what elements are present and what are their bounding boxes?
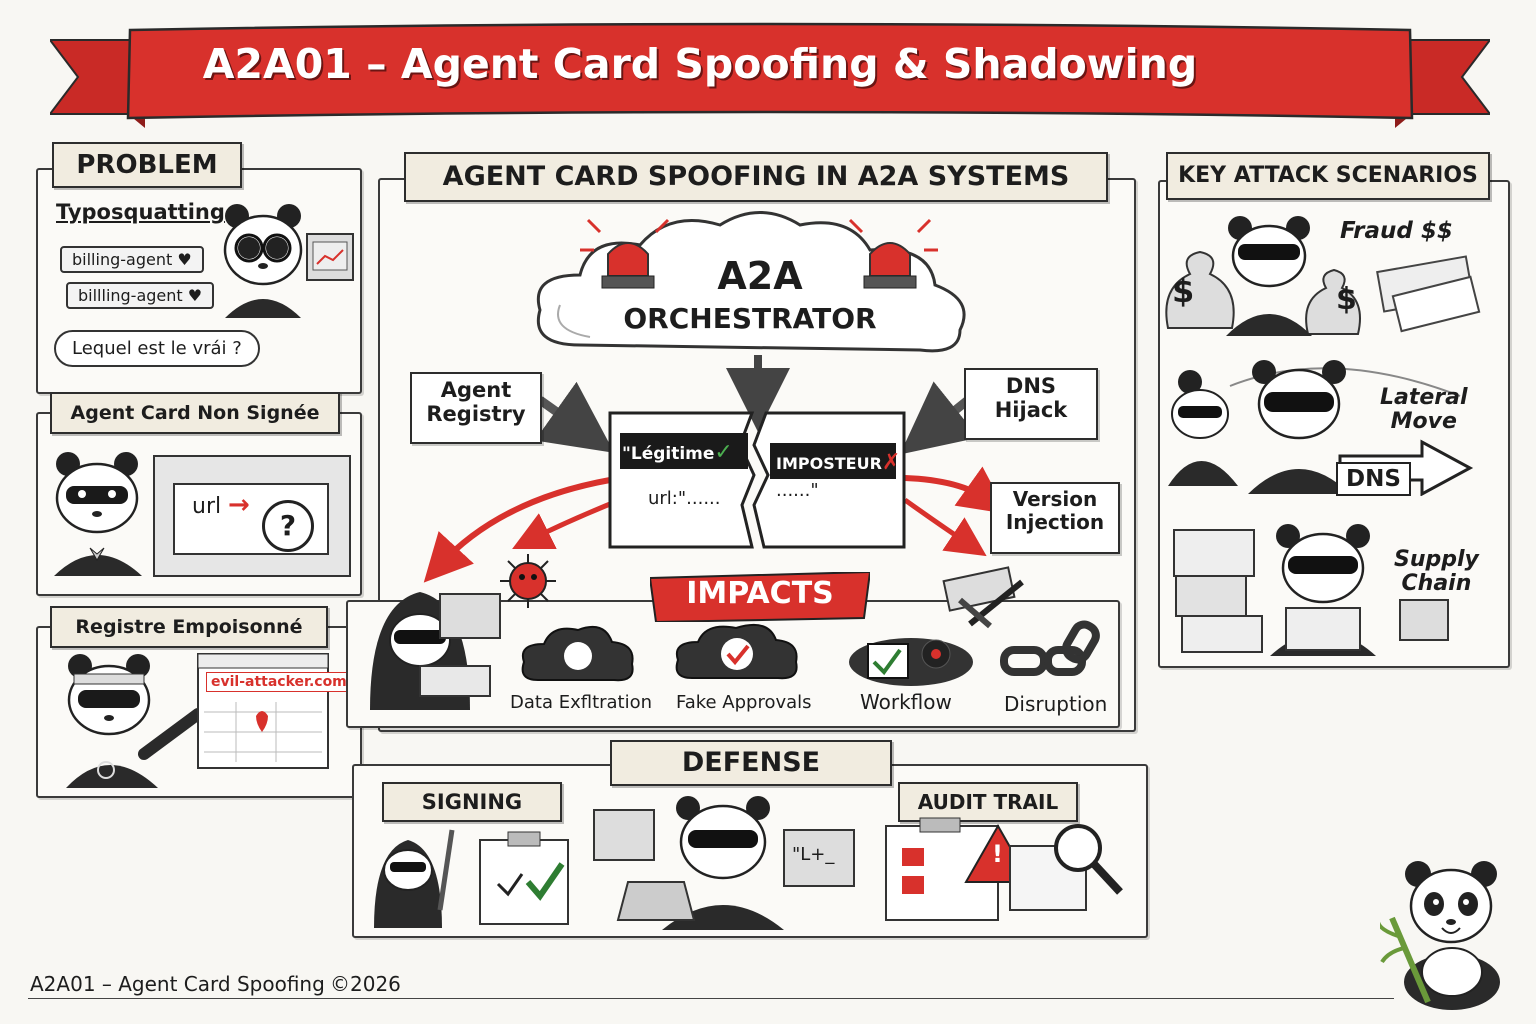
dns-tag: DNS [1336, 462, 1411, 496]
footer-copyright: ©2026 [330, 972, 401, 996]
supply-chain-illustration [1173, 524, 1449, 656]
defense-header: DEFENSE [610, 740, 892, 786]
defender-panda-illustration [593, 796, 855, 930]
dollar-sign-left: $ [1172, 272, 1195, 310]
center-header: AGENT CARD SPOOFING IN A2A SYSTEMS [404, 152, 1108, 202]
impact-disruption: Disruption [1004, 692, 1108, 716]
footer-text: A2A01 – Agent Card Spoofing [30, 972, 325, 996]
scenarios-header: KEY ATTACK SCENARIOS [1166, 152, 1490, 200]
legit-label-text: "Légitime [622, 444, 715, 464]
typo-question-bubble: Lequel est le vrái ? [54, 330, 260, 367]
unsigned-url-label: url [192, 494, 222, 519]
impostor-label-text: IMPOSTEUR [776, 454, 882, 473]
siren-left-icon [580, 218, 670, 289]
card-url-left: url:"...... [648, 488, 721, 509]
cross-icon: ✗ [881, 450, 901, 475]
impact-data-exfiltration: Data Exfltration [510, 692, 653, 713]
audit-trail-illustration [885, 817, 1123, 921]
cloud-exfil-icon [521, 626, 634, 682]
tools-icon [942, 566, 1024, 629]
legit-label: "Légitime✓ [622, 440, 733, 465]
agent-name-legit: billing-agent ♥ [60, 246, 204, 273]
typosquatting-heading: Typosquatting [56, 200, 225, 224]
broken-agent-card [608, 411, 906, 549]
impact-workflow: Workflow [860, 690, 952, 714]
scenario-supply-label: Supply Chain [1394, 547, 1479, 597]
scenario-lateral-label: Lateral Move [1380, 385, 1468, 435]
fake-window-illustration [153, 455, 351, 577]
card-url-right: ......" [776, 480, 819, 501]
impacts-header: IMPACTS [686, 576, 834, 611]
defense-screen-text: "L+_ [792, 844, 835, 865]
evil-site-url: evil-attacker.com [206, 672, 352, 692]
siren-right-icon [848, 218, 938, 289]
impact-fake-approvals: Fake Approvals [676, 692, 812, 713]
signing-illustration [374, 829, 569, 928]
orchestrator-line1: A2A [717, 254, 803, 298]
impostor-label: IMPOSTEUR✗ [776, 450, 900, 475]
audit-trail-label: AUDIT TRAIL [898, 782, 1078, 822]
warning-icon: ! [992, 840, 1003, 868]
agent-registry-box: Agent Registry [410, 372, 542, 444]
question-mark-icon: ? [262, 500, 314, 552]
cloud-approval-icon [675, 624, 798, 680]
footer-divider [28, 998, 1394, 999]
signing-label: SIGNING [382, 782, 562, 822]
orchestrator-cloud [537, 211, 966, 353]
impacts-banner-bg [650, 572, 870, 622]
unsigned-card-heading: Agent Card Non Signée [50, 392, 340, 434]
poisoned-registry-heading: Registre Empoisonné [50, 606, 328, 648]
panda-masked-illustration [54, 452, 142, 576]
fraud-panda-illustration [1165, 216, 1481, 336]
evil-site-screen [197, 653, 329, 769]
problem-header: PROBLEM [52, 142, 242, 188]
unsigned-arrow-icon: → [228, 490, 250, 520]
panda-pointer-illustration [66, 654, 204, 788]
title-banner [50, 22, 1490, 128]
orchestrator-line2: ORCHESTRATOR [623, 302, 877, 335]
broken-chain-icon [1000, 620, 1100, 676]
dns-hijack-box: DNS Hijack [964, 368, 1098, 440]
page-title: A2A01 – Agent Card Spoofing & Shadowing [202, 40, 1198, 88]
hooded-attacker-illustration [370, 592, 501, 710]
check-icon: ✓ [714, 440, 733, 465]
scenario-fraud-label: Fraud $$ [1340, 218, 1453, 244]
workflow-icon [849, 638, 973, 686]
virus-icon [500, 554, 556, 608]
version-injection-box: Version Injection [990, 482, 1120, 554]
mascot-panda-bamboo [1380, 861, 1500, 1010]
dollar-sign-right: $ [1336, 282, 1357, 317]
agent-name-fake: billling-agent ♥ [66, 282, 215, 309]
panda-glasses-illustration [223, 204, 354, 318]
